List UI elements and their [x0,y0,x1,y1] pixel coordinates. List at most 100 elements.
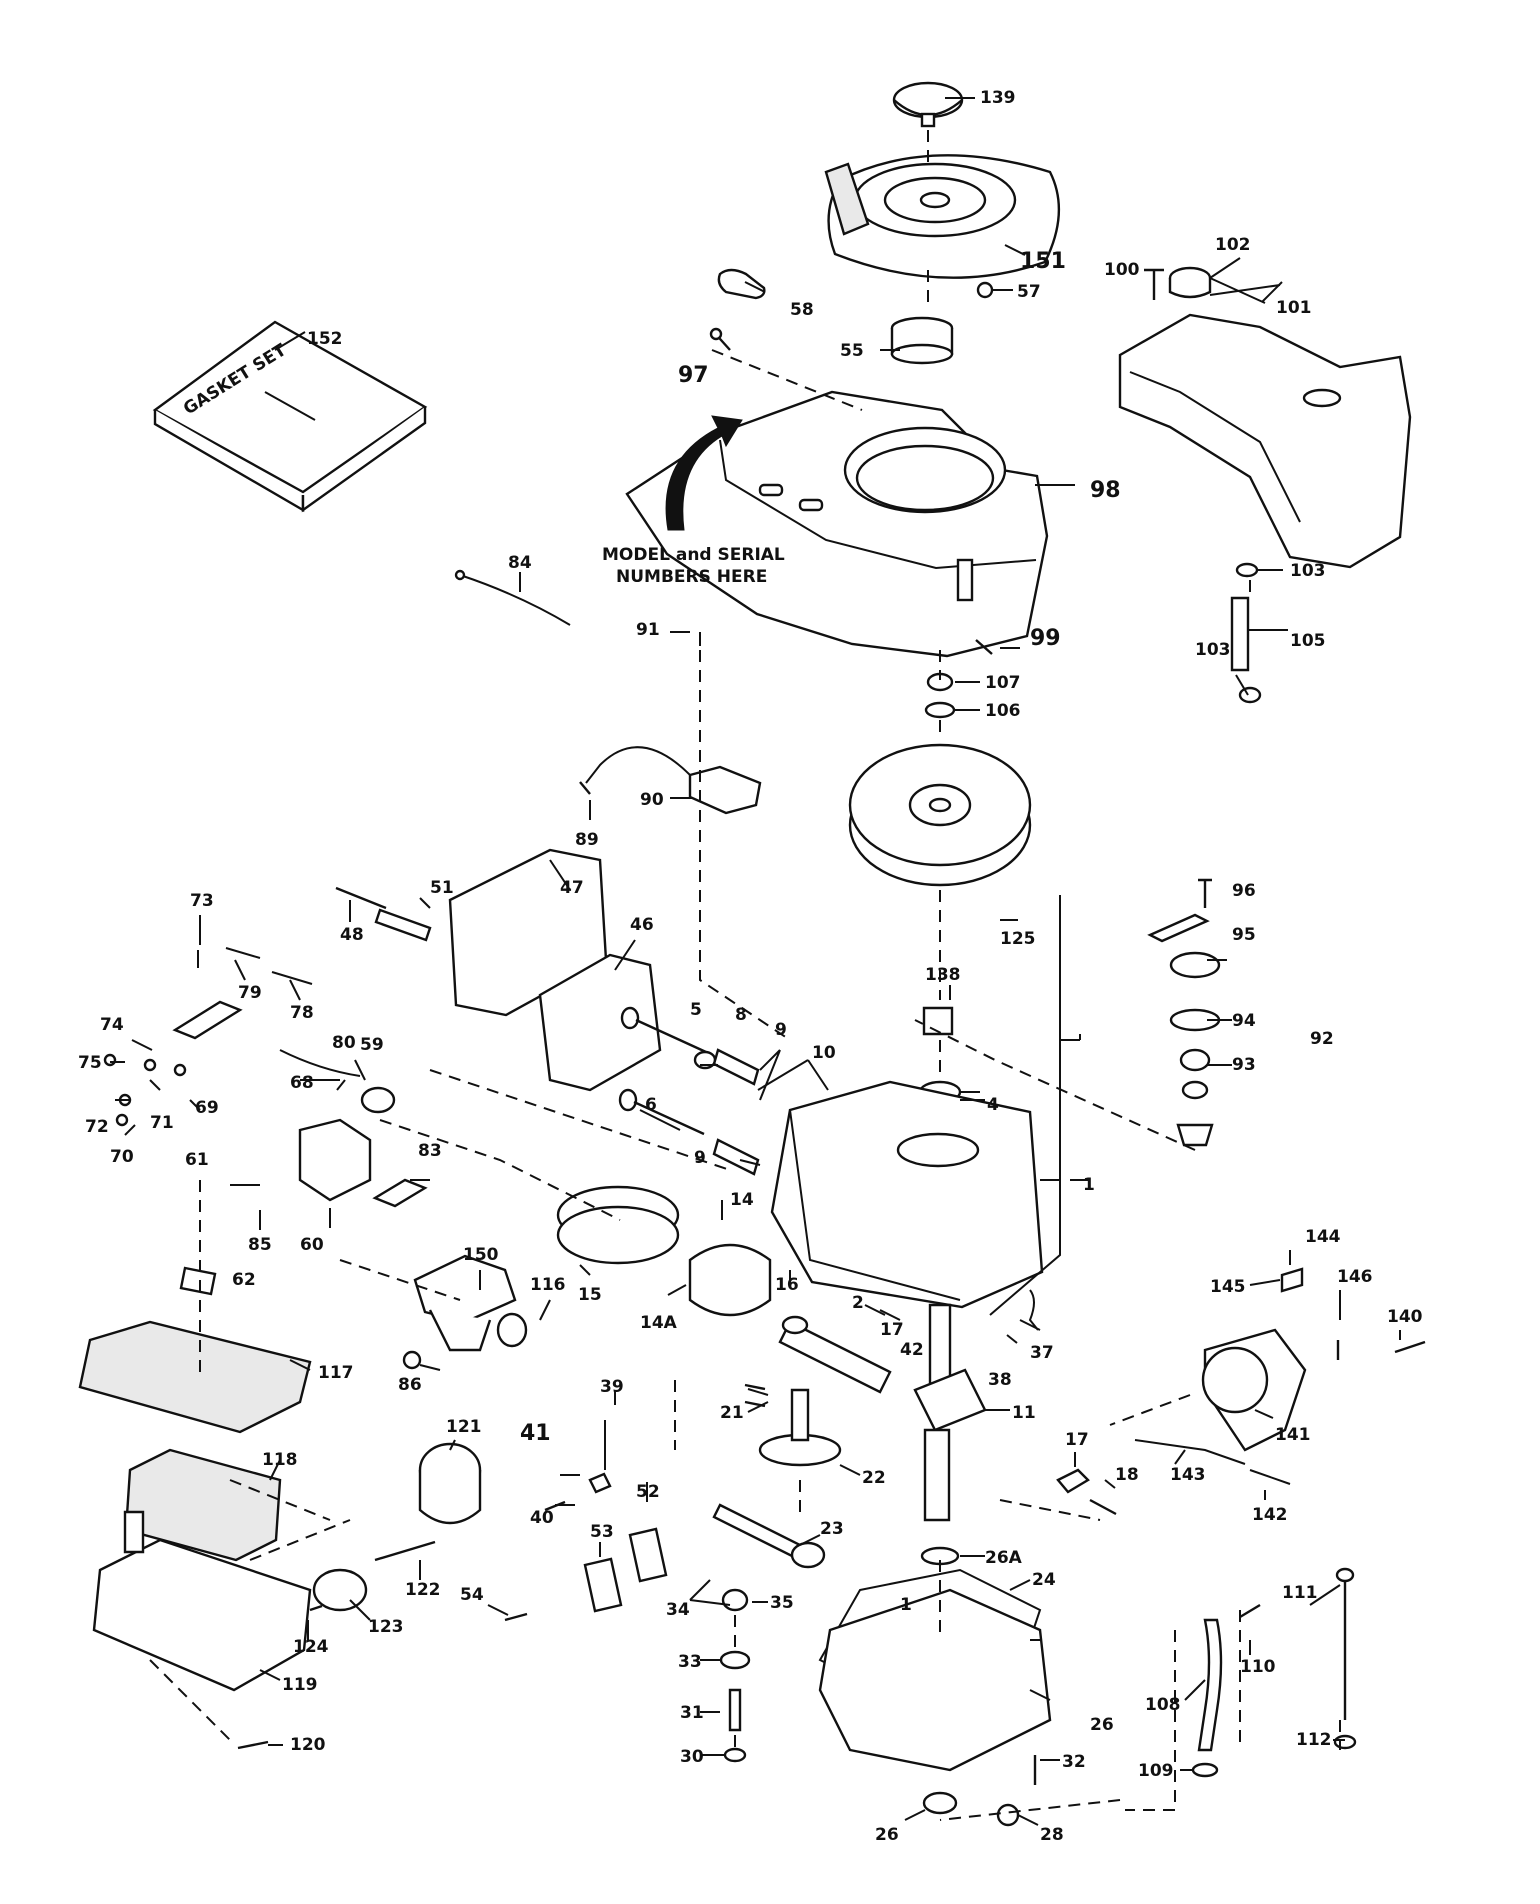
part-label: 2 [852,1293,864,1313]
part-label: 62 [232,1270,256,1290]
part-label: 121 [446,1417,482,1437]
part-78-spring [271,971,313,985]
part-label: 95 [1232,925,1256,945]
part-label: 75 [78,1053,102,1073]
model-note-line-1: MODEL and SERIAL [602,545,785,565]
part-108-dipstick-tube [1197,1618,1223,1752]
part-6-valve [618,1088,705,1136]
part-label: 16 [775,1275,799,1295]
part-label: 151 [1020,249,1066,274]
part-label: 150 [463,1245,499,1265]
part-28-drain-plug [996,1803,1020,1827]
part-label: 38 [988,1370,1012,1390]
part-11-crankshaft [913,1303,987,1522]
part-15-piston-rings [556,1185,680,1265]
part-52-gasket [628,1527,668,1583]
part-label: 116 [530,1275,566,1295]
part-label: 101 [1276,298,1312,318]
part-124-screw [309,1604,323,1612]
part-117-air-cleaner-cover [78,1320,312,1434]
part-94-washer [1169,951,1221,1032]
part-57-screw [976,281,994,299]
part-label: 28 [1040,1825,1064,1845]
part-145-bracket [1280,1267,1304,1293]
part-label: 143 [1170,1465,1206,1485]
part-label: 69 [195,1098,219,1118]
part-label: 11 [1012,1403,1036,1423]
part-label: 14 [730,1190,754,1210]
model-location-arrow [665,415,743,531]
part-74-bracket [172,1000,243,1040]
part-label: 105 [1290,631,1326,651]
part-label: 142 [1252,1505,1288,1525]
part-label: 93 [1232,1055,1256,1075]
part-1-cylinder-block [770,1080,1044,1309]
part-label: 139 [980,88,1016,108]
part-141-control-bracket [1201,1328,1307,1452]
part-label: 90 [640,790,664,810]
part-label: 48 [340,925,364,945]
part-41-lever [588,1472,612,1494]
part-label: 83 [418,1141,442,1161]
part-label: 41 [520,1421,551,1446]
part-18-screw [1089,1498,1117,1516]
part-label: 79 [238,983,262,1003]
part-21-screws [744,1383,766,1408]
part-number-labels: 139 151 58 57 55 97 98 152 100 102 101 1… [78,88,1423,1845]
part-17-connecting-rod [778,1315,892,1394]
part-17-rod-cap [1056,1468,1090,1494]
part-label: 74 [100,1015,124,1035]
part-label: 10 [812,1043,836,1063]
part-label: 61 [185,1150,209,1170]
part-label: 118 [262,1450,298,1470]
part-103-clamp [1235,562,1259,578]
part-label: 40 [530,1508,554,1528]
part-label: 17 [880,1320,904,1340]
part-143-link [1134,1439,1246,1465]
part-label: 97 [678,363,709,388]
part-138-bushing [922,1006,954,1036]
part-116-gasket [496,1312,528,1348]
part-95-link [1147,913,1210,943]
part-86-nut [402,1350,422,1370]
part-label: 9 [694,1148,706,1168]
part-label: 17 [1065,1430,1089,1450]
part-label: 26 [1090,1715,1114,1735]
part-label: 54 [460,1585,484,1605]
part-112-o-ring [1333,1734,1357,1750]
part-label: 70 [110,1147,134,1167]
part-53-breather [583,1557,623,1613]
part-label: 96 [1232,881,1256,901]
part-label: 57 [1017,282,1041,302]
part-72-70-71-75-screws [103,1053,187,1127]
part-label: 144 [1305,1227,1341,1247]
part-25-sump [818,1588,1052,1772]
part-label: 22 [862,1468,886,1488]
part-48-bolt [335,886,387,910]
model-serial-note: MODEL and SERIAL NUMBERS HERE [602,545,785,587]
part-label: 122 [405,1580,441,1600]
part-152-gasket-set: GASKET SET [152,320,428,513]
part-90-ignition-armature [585,746,762,815]
part-label: 59 [360,1035,384,1055]
part-119-air-cleaner-base [92,1510,312,1692]
part-label: 78 [290,1003,314,1023]
leader-lines [110,97,1401,1826]
part-125-flywheel [848,743,1032,887]
part-label: 119 [282,1675,318,1695]
part-label: 68 [290,1073,314,1093]
part-111-dipstick [1335,1567,1355,1720]
part-label: 9 [775,1020,787,1040]
part-label: 60 [300,1235,324,1255]
part-35-gear [721,1588,749,1612]
part-118-filter [124,1448,282,1562]
part-46-head-gasket [538,953,662,1092]
part-109-o-ring [1191,1762,1219,1778]
part-label: 125 [1000,929,1036,949]
part-22-governor-gear [758,1388,842,1467]
part-54-screw [504,1612,528,1622]
part-label: 110 [1240,1657,1276,1677]
part-123-deflector [312,1568,368,1612]
part-122-screw [374,1540,436,1562]
part-105-fuel-line [1230,596,1250,672]
